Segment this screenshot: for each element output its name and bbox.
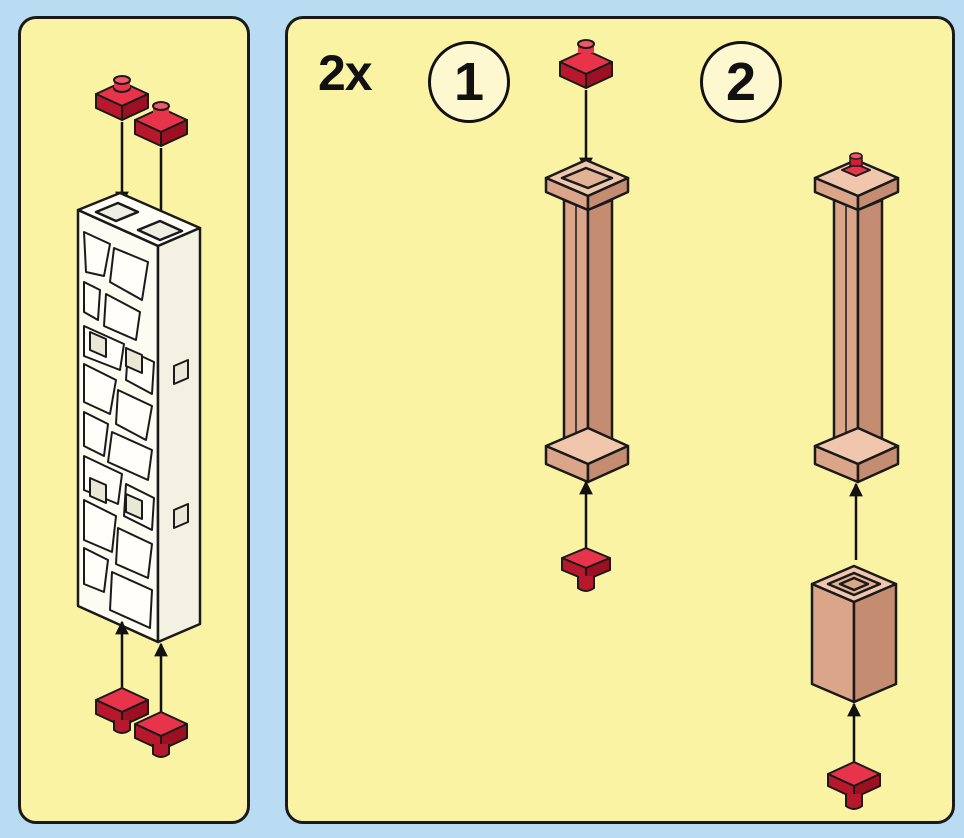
red-peg-icon xyxy=(95,75,149,121)
step-number-1: 1 xyxy=(428,41,510,123)
red-peg-icon xyxy=(95,687,149,734)
tan-base-block-icon xyxy=(810,564,898,704)
red-peg-icon xyxy=(561,547,611,592)
red-peg-icon xyxy=(134,101,188,147)
red-peg-icon xyxy=(827,761,881,810)
red-peg-icon xyxy=(134,711,188,758)
stone-wall-piece-icon xyxy=(76,191,202,644)
step-number-2: 2 xyxy=(700,41,782,123)
quantity-label: 2x xyxy=(318,45,373,101)
tan-pillar-icon xyxy=(813,152,900,484)
red-peg-icon xyxy=(559,39,613,89)
tan-pillar-icon xyxy=(544,158,630,484)
